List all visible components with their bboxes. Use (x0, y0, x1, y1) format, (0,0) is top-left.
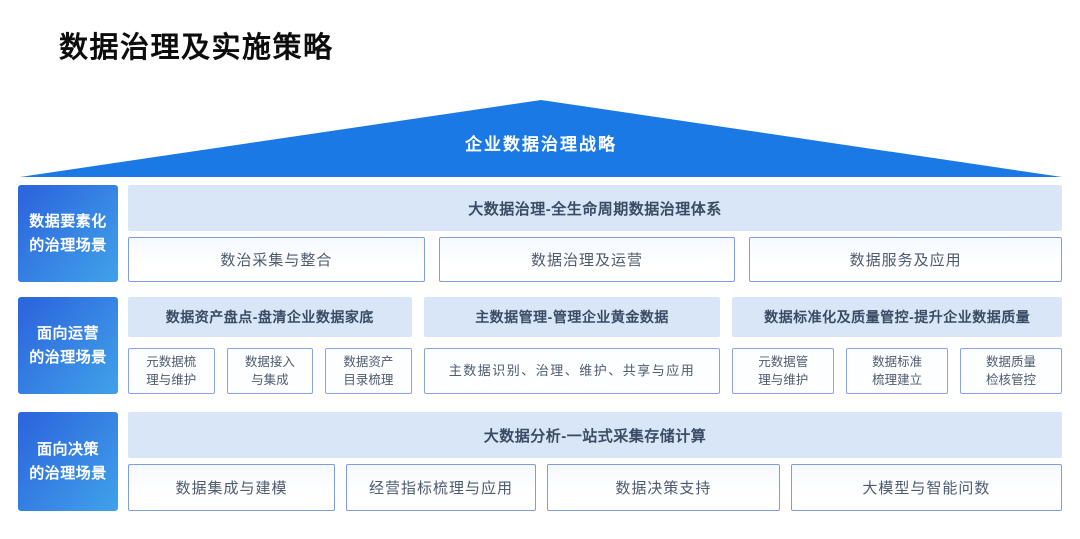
sub-box-line: 数据质量 (986, 354, 1037, 369)
box-group: 数治采集与整合 数据治理及运营 数据服务及应用 (128, 237, 1062, 282)
sub-box-line: 梳理建立 (872, 373, 923, 387)
stage-box: 数据服务及应用 (749, 237, 1062, 282)
side-label-line: 的治理场景 (29, 464, 107, 482)
sub-box-line: 元数据管 (758, 354, 809, 369)
row-content: 数据资产盘点-盘清企业数据家底 元数据梳 理与维护 数据接入 与集成 数据资产 … (128, 297, 1062, 394)
strategy-roof-shape: 企业数据治理战略 (20, 100, 1062, 177)
side-label-decision: 面向决策 的治理场景 (18, 412, 118, 511)
row-data-elementization-scenario: 数据要素化 的治理场景 大数据治理-全生命周期数据治理体系 数治采集与整合 数据… (18, 185, 1062, 282)
stage-box: 经营指标梳理与应用 (345, 464, 537, 511)
sub-box: 数据标准 梳理建立 (846, 348, 949, 394)
sub-box-line: 检核管控 (986, 373, 1037, 387)
sub-box: 数据质量 检核管控 (960, 348, 1062, 394)
row-content: 大数据治理-全生命周期数据治理体系 数治采集与整合 数据治理及运营 数据服务及应… (128, 185, 1062, 282)
sub-box-line: 目录梳理 (343, 373, 394, 387)
side-label-line: 的治理场景 (29, 348, 107, 366)
subbox-group: 元数据管 理与维护 数据标准 梳理建立 数据质量 检核管控 (732, 348, 1062, 394)
subbox-group: 元数据梳 理与维护 数据接入 与集成 数据资产 目录梳理 (128, 348, 412, 394)
stage-box: 数据决策支持 (547, 464, 780, 511)
side-label-data-elementization: 数据要素化 的治理场景 (18, 185, 118, 282)
sub-box-line: 与集成 (251, 373, 289, 387)
row-decision-scenario: 面向决策 的治理场景 大数据分析-一站式采集存储计算 数据集成与建模 经营指标梳… (18, 412, 1062, 511)
column-header: 数据资产盘点-盘清企业数据家底 (128, 297, 412, 337)
stage-box: 大模型与智能问数 (790, 464, 1062, 511)
box-group: 数据集成与建模 经营指标梳理与应用 数据决策支持 大模型与智能问数 (128, 464, 1062, 511)
column-master-data: 主数据管理-管理企业黄金数据 主数据识别、治理、维护、共享与应用 (423, 297, 721, 394)
sub-box-line: 理与维护 (758, 373, 809, 387)
sub-box: 元数据梳 理与维护 (128, 348, 215, 394)
row-header: 大数据治理-全生命周期数据治理体系 (128, 185, 1062, 231)
side-label-line: 的治理场景 (29, 236, 107, 254)
side-label-line: 数据要素化 (29, 212, 107, 230)
column-header: 主数据管理-管理企业黄金数据 (423, 297, 721, 337)
column-data-asset-inventory: 数据资产盘点-盘清企业数据家底 元数据梳 理与维护 数据接入 与集成 数据资产 … (128, 297, 412, 394)
sub-box: 元数据管 理与维护 (732, 348, 835, 394)
sub-box-line: 元数据梳 (146, 354, 197, 369)
side-label-line: 面向运营 (36, 324, 99, 342)
row-content: 大数据分析-一站式采集存储计算 数据集成与建模 经营指标梳理与应用 数据决策支持… (128, 412, 1062, 511)
stage-box: 数据治理及运营 (438, 237, 736, 282)
sub-box-line: 数据资产 (343, 354, 394, 369)
row-operations-scenario: 面向运营 的治理场景 数据资产盘点-盘清企业数据家底 元数据梳 理与维护 数据接… (18, 297, 1062, 394)
sub-box: 数据接入 与集成 (226, 348, 314, 394)
sub-box: 主数据识别、治理、维护、共享与应用 (423, 348, 721, 394)
side-label-operations: 面向运营 的治理场景 (18, 297, 118, 394)
sub-box-line: 理与维护 (146, 373, 197, 387)
roof-label: 企业数据治理战略 (465, 135, 617, 154)
column-header: 数据标准化及质量管控-提升企业数据质量 (732, 297, 1062, 337)
stage-box: 数据集成与建模 (128, 464, 335, 511)
page-title: 数据治理及实施策略 (59, 32, 334, 64)
sub-box-line: 数据标准 (872, 354, 923, 369)
subbox-group: 主数据识别、治理、维护、共享与应用 (423, 348, 721, 394)
column-data-standard-quality: 数据标准化及质量管控-提升企业数据质量 元数据管 理与维护 数据标准 梳理建立 … (732, 297, 1062, 394)
side-label-line: 面向决策 (36, 440, 99, 458)
sub-box: 数据资产 目录梳理 (325, 348, 412, 394)
stage-box: 数治采集与整合 (128, 237, 425, 282)
row-header: 大数据分析-一站式采集存储计算 (128, 412, 1062, 458)
sub-box-line: 数据接入 (244, 354, 295, 369)
